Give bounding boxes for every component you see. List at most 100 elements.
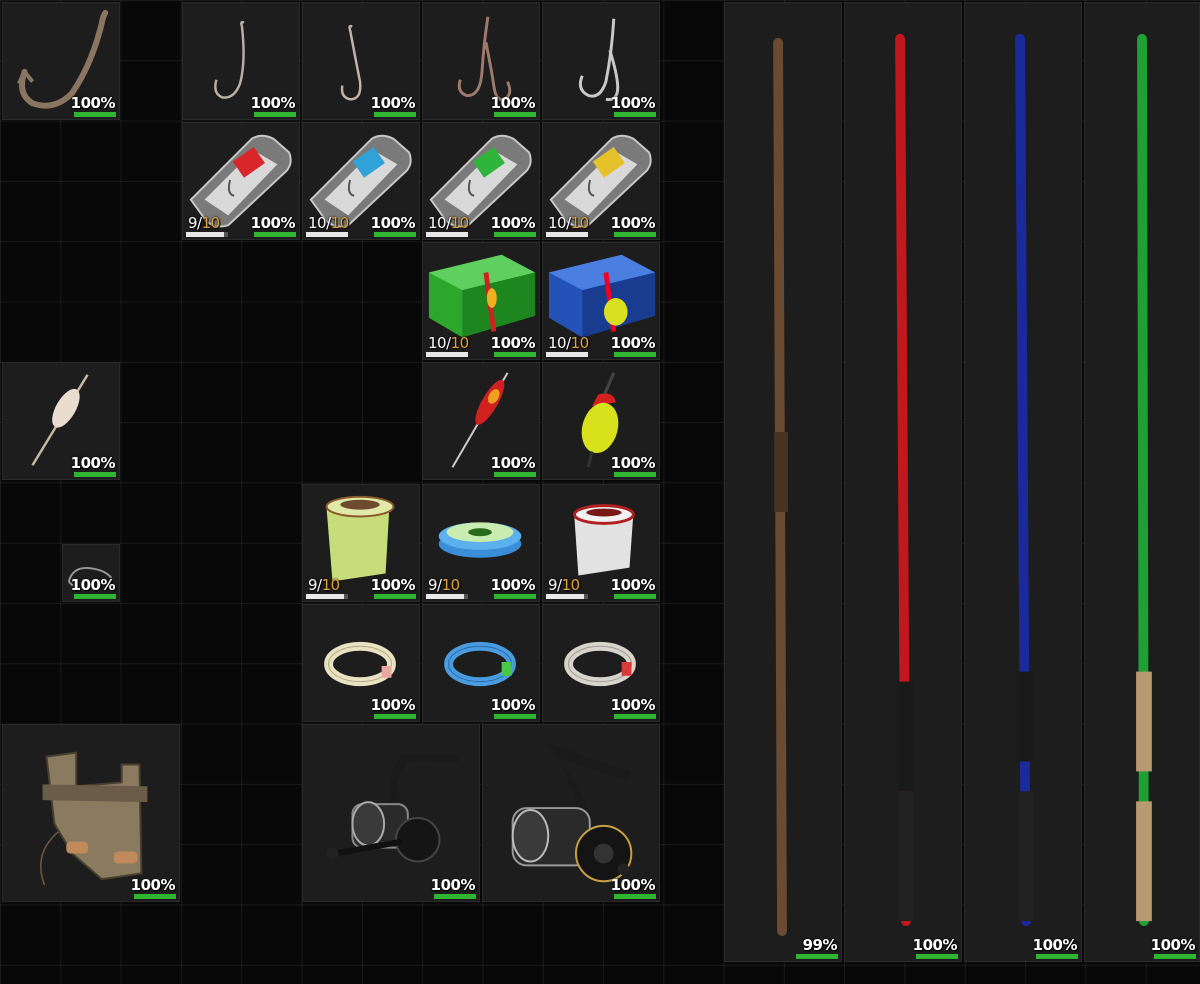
item-hook-pack-d[interactable]: 9/10 100% bbox=[182, 122, 300, 240]
durability-label: 100% bbox=[610, 696, 656, 714]
item-line-spool-white[interactable]: 9/10 100% bbox=[542, 484, 660, 602]
durability-bar bbox=[494, 352, 536, 357]
durability-bar bbox=[254, 112, 296, 117]
durability-bar bbox=[74, 594, 116, 599]
item-green-rod[interactable]: 100% bbox=[1084, 2, 1200, 962]
quantity-bar bbox=[306, 594, 348, 599]
item-line-coil-blue[interactable]: 100% bbox=[422, 604, 540, 722]
quantity-label: 9/10 bbox=[188, 214, 220, 232]
quantity-bar bbox=[426, 594, 468, 599]
durability-bar bbox=[1036, 954, 1078, 959]
durability-label: 100% bbox=[370, 576, 416, 594]
durability-bar bbox=[74, 112, 116, 117]
item-wire-line[interactable]: 100% bbox=[62, 544, 120, 602]
durability-bar bbox=[614, 232, 656, 237]
item-hook-pack-c[interactable]: 10/10 100% bbox=[542, 122, 660, 240]
fishing-rod-icon bbox=[1015, 33, 1034, 927]
item-hook-small-1[interactable]: 100% bbox=[182, 2, 300, 120]
durability-label: 100% bbox=[370, 94, 416, 112]
hook-pack-icon bbox=[549, 134, 652, 228]
treble-hook-icon bbox=[578, 18, 620, 102]
quantity-label: 10/10 bbox=[308, 214, 349, 232]
durability-label: 100% bbox=[1032, 936, 1078, 954]
line-coil-icon bbox=[564, 641, 636, 687]
durability-label: 100% bbox=[490, 696, 536, 714]
item-line-coil-red[interactable]: 100% bbox=[542, 604, 660, 722]
item-yellow-float[interactable]: 100% bbox=[542, 362, 660, 480]
item-treble-hook[interactable]: 100% bbox=[542, 2, 660, 120]
durability-bar bbox=[494, 232, 536, 237]
item-hook-pack-b[interactable]: 10/10 100% bbox=[422, 122, 540, 240]
item-float-box-blue[interactable]: 10/10 100% bbox=[542, 242, 660, 360]
durability-label: 100% bbox=[610, 576, 656, 594]
item-red-rod[interactable]: 100% bbox=[844, 2, 962, 962]
spool-icon bbox=[438, 522, 522, 558]
durability-label: 100% bbox=[250, 94, 296, 112]
quantity-label: 10/10 bbox=[428, 334, 469, 352]
durability-label: 100% bbox=[490, 214, 536, 232]
quantity-bar bbox=[426, 232, 468, 237]
durability-label: 100% bbox=[610, 876, 656, 894]
quantity-label: 10/10 bbox=[428, 214, 469, 232]
durability-label: 100% bbox=[610, 94, 656, 112]
float-box-icon bbox=[548, 254, 656, 338]
line-coil-icon bbox=[324, 641, 396, 687]
item-wooden-rod[interactable]: 99% bbox=[724, 2, 842, 962]
item-hook-small-2[interactable]: 100% bbox=[302, 2, 420, 120]
durability-label: 100% bbox=[610, 454, 656, 472]
quantity-label: 10/10 bbox=[548, 214, 589, 232]
float-icon bbox=[581, 372, 619, 468]
quantity-bar bbox=[186, 232, 228, 237]
durability-label: 100% bbox=[490, 94, 536, 112]
durability-label: 100% bbox=[490, 334, 536, 352]
item-wooden-reel[interactable]: 100% bbox=[2, 724, 180, 902]
spool-icon bbox=[325, 495, 395, 582]
quantity-label: 10/10 bbox=[548, 334, 589, 352]
wooden-reel-icon bbox=[40, 751, 148, 886]
item-red-float[interactable]: 100% bbox=[422, 362, 540, 480]
item-hook-pack-a[interactable]: 10/10 100% bbox=[302, 122, 420, 240]
item-blue-rod[interactable]: 100% bbox=[964, 2, 1082, 962]
hook-pack-icon bbox=[429, 134, 532, 228]
item-line-spool-blue[interactable]: 9/10 100% bbox=[422, 484, 540, 602]
durability-bar bbox=[494, 594, 536, 599]
item-line-coil-cream[interactable]: 100% bbox=[302, 604, 420, 722]
item-double-hook[interactable]: 100% bbox=[422, 2, 540, 120]
durability-bar bbox=[494, 714, 536, 719]
spinning-reel-icon bbox=[326, 754, 460, 863]
item-spinning-reel-1[interactable]: 100% bbox=[302, 724, 480, 902]
durability-bar bbox=[74, 472, 116, 477]
durability-label: 100% bbox=[70, 576, 116, 594]
quill-float-icon bbox=[31, 374, 89, 466]
durability-label: 100% bbox=[370, 696, 416, 714]
item-float-box-green[interactable]: 10/10 100% bbox=[422, 242, 540, 360]
hook-pack-icon bbox=[189, 134, 292, 228]
fishing-rod-icon bbox=[773, 37, 788, 937]
float-icon bbox=[451, 372, 509, 468]
durability-bar bbox=[796, 954, 838, 959]
hook-icon bbox=[16, 9, 109, 109]
durability-bar bbox=[614, 894, 656, 899]
durability-label: 100% bbox=[430, 876, 476, 894]
item-quill-float[interactable]: 100% bbox=[2, 362, 120, 480]
durability-label: 99% bbox=[802, 936, 838, 954]
quantity-label: 9/10 bbox=[308, 576, 340, 594]
durability-bar bbox=[254, 232, 296, 237]
item-line-spool-green[interactable]: 9/10 100% bbox=[302, 484, 420, 602]
durability-label: 100% bbox=[610, 214, 656, 232]
durability-bar bbox=[614, 594, 656, 599]
item-large-hook[interactable]: 100% bbox=[2, 2, 120, 120]
durability-bar bbox=[374, 594, 416, 599]
durability-label: 100% bbox=[490, 576, 536, 594]
durability-label: 100% bbox=[370, 214, 416, 232]
durability-bar bbox=[614, 472, 656, 477]
durability-label: 100% bbox=[70, 454, 116, 472]
durability-label: 100% bbox=[490, 454, 536, 472]
hook-icon bbox=[340, 24, 362, 101]
fishing-rod-icon bbox=[1136, 33, 1152, 927]
quantity-bar bbox=[546, 594, 588, 599]
durability-label: 100% bbox=[912, 936, 958, 954]
spinning-reel-icon bbox=[511, 742, 633, 883]
item-spinning-reel-2[interactable]: 100% bbox=[482, 724, 660, 902]
durability-label: 100% bbox=[130, 876, 176, 894]
